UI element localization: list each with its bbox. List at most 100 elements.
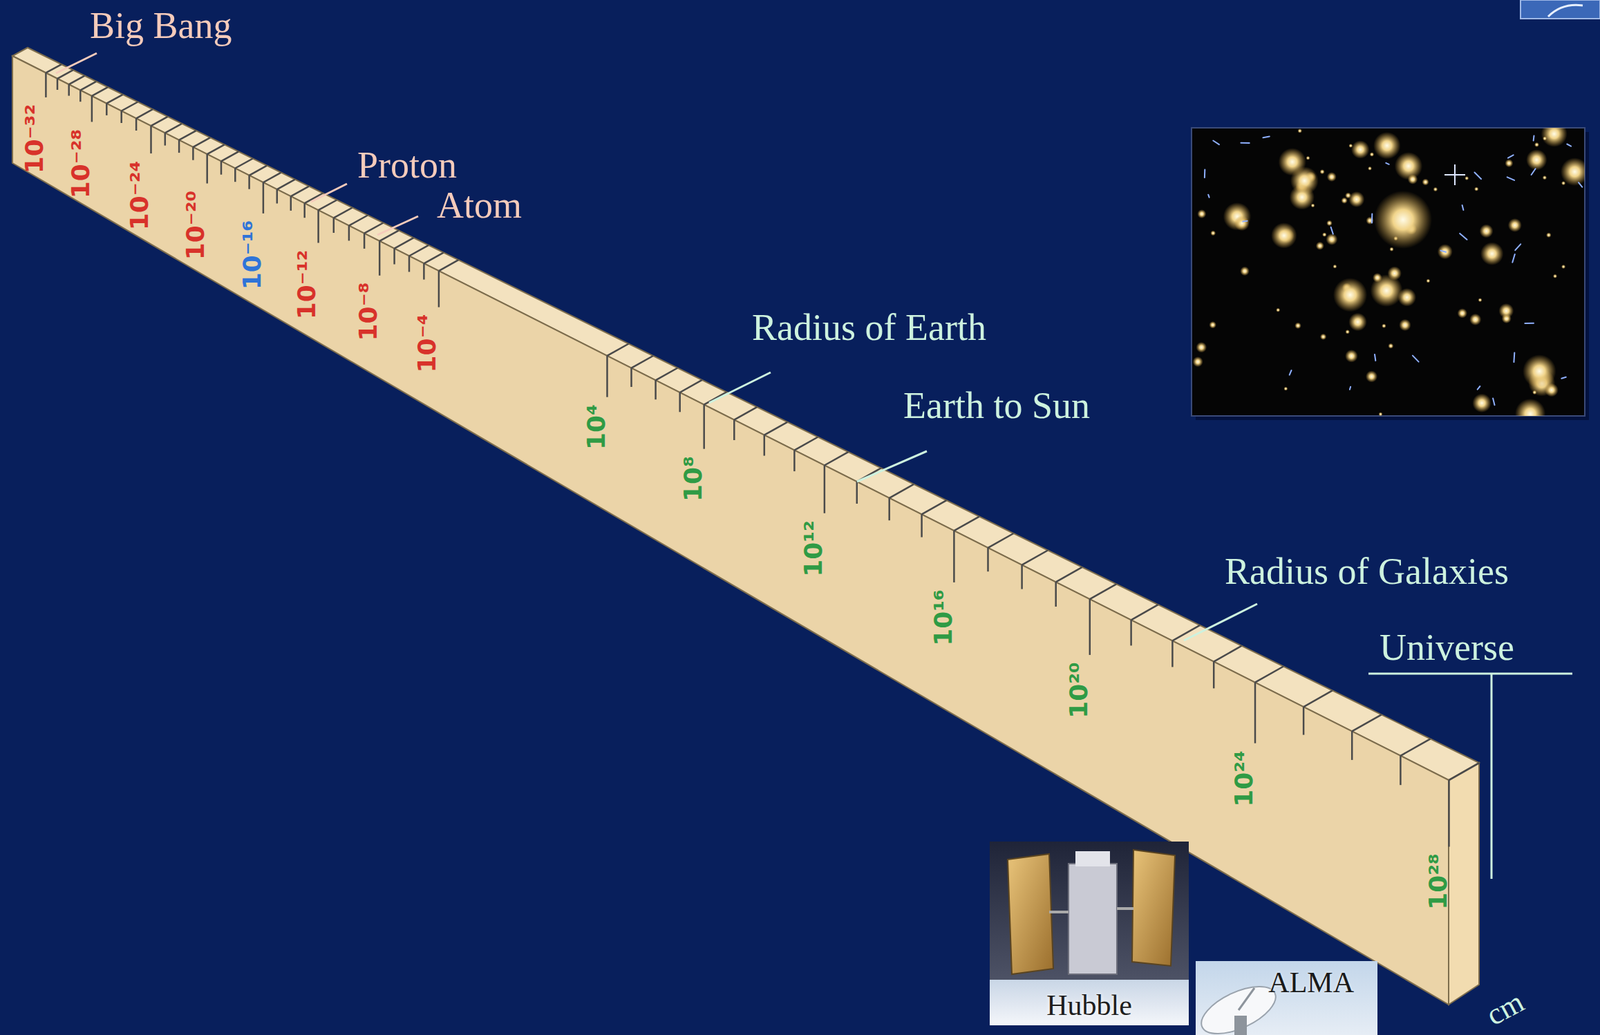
tick-top — [423, 252, 444, 265]
tick-top — [438, 259, 459, 271]
tick-top — [1022, 550, 1049, 566]
galaxy-blob — [1294, 322, 1302, 330]
tick-mark — [654, 380, 657, 400]
galaxy-blob — [1197, 209, 1207, 219]
lensed-arc — [1349, 387, 1351, 390]
galaxy-blob — [1381, 323, 1387, 329]
lensed-arc — [1512, 352, 1515, 363]
tick-mark — [44, 72, 47, 97]
tick-top — [1255, 666, 1284, 683]
lensed-arc — [1289, 370, 1292, 376]
tick-top — [631, 355, 654, 369]
leader-line — [55, 53, 97, 74]
galaxy-blob — [1561, 264, 1566, 269]
tick-label: 10⁻²⁰ — [183, 190, 209, 260]
galaxy-blob — [1425, 279, 1430, 284]
lensed-arc — [1477, 386, 1481, 390]
telescope-body — [1068, 863, 1117, 975]
galaxy-blob — [1223, 202, 1251, 231]
tick-top — [106, 94, 123, 104]
tick-mark — [91, 96, 94, 123]
galaxy-blob — [1534, 142, 1540, 148]
leader-line — [377, 216, 419, 235]
tick-mark — [149, 125, 153, 154]
lensed-arc — [1459, 233, 1467, 240]
tick-mark — [856, 481, 859, 504]
logo-fragment — [1520, 0, 1600, 19]
telescope-aperture — [1075, 851, 1110, 867]
lensed-arc — [1412, 355, 1419, 363]
galaxy-blob — [1351, 140, 1370, 159]
tick-label: 10⁻²⁸ — [68, 128, 94, 199]
tick-mark — [348, 226, 351, 242]
galaxy-blob — [1348, 143, 1353, 148]
galaxy-blob — [1508, 218, 1522, 233]
galaxy-blob — [1546, 232, 1552, 238]
tick-mark — [438, 270, 441, 308]
galaxy-blob — [1372, 273, 1383, 283]
tick-top — [1089, 584, 1117, 600]
tick-label: 10¹⁶ — [930, 589, 956, 647]
galaxy-blob — [1526, 149, 1547, 171]
tick-top — [1449, 763, 1480, 781]
galaxy-blob — [1478, 297, 1483, 303]
galaxy-blob — [1326, 220, 1333, 227]
tick-mark — [317, 210, 320, 243]
lensed-arc — [1474, 172, 1482, 180]
tick-label: 10⁻⁸ — [355, 282, 381, 342]
tick-mark — [1254, 682, 1257, 744]
tick-mark — [105, 103, 108, 116]
galaxy-blob — [1474, 186, 1479, 191]
tick-mark — [56, 78, 59, 90]
tick-top — [165, 123, 182, 133]
tick-mark — [67, 84, 70, 96]
tick-top — [1303, 690, 1333, 708]
lensed-arc — [1371, 214, 1373, 224]
photo-box: ALMA — [1195, 961, 1378, 1035]
scale-label: Earth to Sun — [903, 387, 1090, 425]
galaxy-blob — [1394, 152, 1423, 180]
tick-mark — [120, 111, 123, 124]
galaxy-blob — [1433, 187, 1439, 193]
tick-label: 10⁴ — [583, 404, 609, 450]
tick-mark — [1130, 619, 1133, 646]
lensed-arc — [1440, 250, 1446, 253]
tick-top — [953, 516, 980, 532]
lensed-arc — [1508, 154, 1514, 158]
galaxy-blob — [1553, 274, 1558, 279]
tick-mark — [164, 132, 167, 146]
galaxy-blob — [1373, 132, 1401, 159]
galaxy-blob — [1397, 288, 1417, 307]
photo-caption: Hubble — [1046, 991, 1133, 1021]
universe-bar — [1490, 673, 1493, 880]
tick-mark — [793, 450, 796, 473]
tick-mark — [408, 256, 411, 273]
tick-top — [221, 151, 239, 162]
galaxy-blob — [1332, 264, 1337, 269]
galaxy-blob — [1283, 387, 1288, 392]
tick-top — [349, 215, 368, 227]
galaxy-blob — [1542, 136, 1547, 141]
tick-top — [680, 380, 703, 393]
galaxy-blob — [1469, 313, 1482, 326]
galaxy-blob — [1421, 178, 1429, 186]
galaxy-blob — [1522, 354, 1556, 388]
galaxy-blob — [1340, 197, 1348, 204]
tick-label: 10²⁸ — [1425, 854, 1451, 911]
tick-mark — [135, 118, 138, 131]
antenna-feed — [1238, 988, 1255, 1011]
panel-arm — [1049, 910, 1069, 914]
universe-bar — [1368, 673, 1573, 676]
tick-label: 10⁻³² — [22, 104, 47, 175]
panel-arm — [1116, 907, 1134, 911]
galaxy-blob — [1289, 184, 1315, 210]
scale-label: Radius of Galaxies — [1224, 552, 1509, 591]
tick-top — [121, 102, 139, 112]
tick-top — [192, 137, 211, 148]
lensed-arc — [1240, 142, 1249, 144]
tick-top — [921, 500, 947, 515]
galaxy-blob — [1348, 191, 1365, 208]
galaxy-blob — [1344, 192, 1352, 199]
galaxy-blob — [1464, 176, 1469, 181]
tick-top — [80, 81, 97, 91]
